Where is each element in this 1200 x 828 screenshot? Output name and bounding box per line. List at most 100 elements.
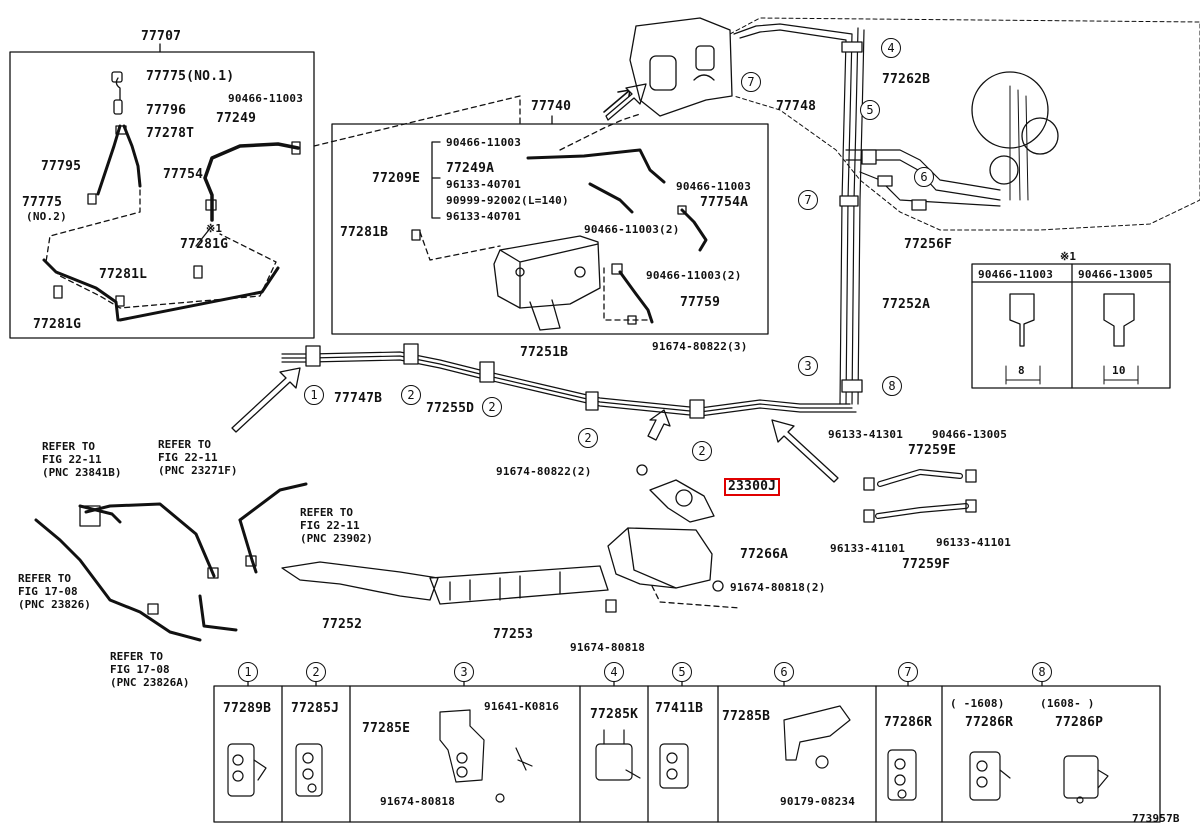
refer-note-1-line3: (PNC 23841B) bbox=[42, 466, 122, 479]
legend-part-77286p: 77286P bbox=[1055, 715, 1104, 730]
part-96133-41101-a: 96133-41101 bbox=[830, 542, 906, 555]
callout-1: 1 bbox=[304, 385, 324, 405]
part-77775-no2: 77775 bbox=[22, 195, 63, 210]
callout-7b: 7 bbox=[798, 190, 818, 210]
part-77754a: 77754A bbox=[700, 195, 749, 210]
part-no2-note: (NO.2) bbox=[26, 210, 67, 223]
part-77281l: 77281L bbox=[99, 267, 148, 282]
refer-note-2-line3: (PNC 23271F) bbox=[158, 464, 238, 477]
part-77747b: 77747B bbox=[334, 391, 383, 406]
part-77281b: 77281B bbox=[340, 225, 389, 240]
note-table-col2: 90466-13005 bbox=[1078, 268, 1154, 281]
refer-note-1-line1: REFER TO bbox=[42, 440, 95, 453]
legend-part-77411b: 77411B bbox=[655, 701, 704, 716]
refer-note-4-line2: FIG 17-08 bbox=[18, 585, 78, 598]
part-90466-11003-2b: 90466-11003(2) bbox=[646, 269, 742, 282]
callout-2d: 2 bbox=[692, 441, 712, 461]
part-77253: 77253 bbox=[493, 627, 534, 642]
legend-num-3: 3 bbox=[454, 662, 474, 682]
legend-num-7: 7 bbox=[898, 662, 918, 682]
refer-note-5: REFER TO FIG 17-08 (PNC 23826A) bbox=[110, 650, 189, 689]
part-77209e: 77209E bbox=[372, 171, 421, 186]
part-77251b: 77251B bbox=[520, 345, 569, 360]
part-77259e: 77259E bbox=[908, 443, 957, 458]
part-77255d: 77255D bbox=[426, 401, 475, 416]
part-77249a: 77249A bbox=[446, 161, 495, 176]
callout-8: 8 bbox=[882, 376, 902, 396]
part-96133-41301: 96133-41301 bbox=[828, 428, 904, 441]
refer-note-3-line2: FIG 22-11 bbox=[300, 519, 360, 532]
legend-part-77289b: 77289B bbox=[223, 701, 272, 716]
part-90466-11003-2a: 90466-11003(2) bbox=[584, 223, 680, 236]
part-77278t: 77278T bbox=[146, 126, 195, 141]
part-77281g-bottom: 77281G bbox=[33, 317, 82, 332]
part-77775-no1: 77775(NO.1) bbox=[146, 69, 235, 84]
part-77259f: 77259F bbox=[902, 557, 951, 572]
group-77740-frame bbox=[331, 123, 769, 335]
callout-7a: 7 bbox=[741, 72, 761, 92]
part-77249: 77249 bbox=[216, 111, 257, 126]
refer-note-2: REFER TO FIG 22-11 (PNC 23271F) bbox=[158, 438, 237, 477]
legend-part-77286r-b: 77286R bbox=[965, 715, 1014, 730]
refer-note-1: REFER TO FIG 22-11 (PNC 23841B) bbox=[42, 440, 121, 479]
legend-part-77286r-a: 77286R bbox=[884, 715, 933, 730]
refer-note-2-line2: FIG 22-11 bbox=[158, 451, 218, 464]
callout-2c: 2 bbox=[578, 428, 598, 448]
legend-num-5: 5 bbox=[672, 662, 692, 682]
callout-3: 3 bbox=[798, 356, 818, 376]
part-91674-80822-2: 91674-80822(2) bbox=[496, 465, 592, 478]
note-table-marker: ※1 bbox=[1060, 250, 1077, 263]
legend-num-2: 2 bbox=[306, 662, 326, 682]
legend-part-90179-08234: 90179-08234 bbox=[780, 795, 856, 808]
refer-note-3-line3: (PNC 23902) bbox=[300, 532, 373, 545]
highlighted-part-23300j[interactable]: 23300J bbox=[724, 478, 781, 496]
group-77707-frame bbox=[9, 51, 315, 339]
part-90466-13005: 90466-13005 bbox=[932, 428, 1008, 441]
legend-num-4: 4 bbox=[604, 662, 624, 682]
legend-range-2: (1608- ) bbox=[1040, 697, 1095, 710]
callout-5: 5 bbox=[860, 100, 880, 120]
legend-num-6: 6 bbox=[774, 662, 794, 682]
callout-2b: 2 bbox=[482, 397, 502, 417]
part-90466-11003: 90466-11003 bbox=[228, 92, 304, 105]
part-90466-11003-a: 90466-11003 bbox=[446, 136, 522, 149]
legend-part-77285j: 77285J bbox=[291, 701, 340, 716]
part-96133-40701-b: 96133-40701 bbox=[446, 210, 522, 223]
legend-range-1: ( -1608) bbox=[950, 697, 1005, 710]
legend-num-8: 8 bbox=[1032, 662, 1052, 682]
legend-part-77285b: 77285B bbox=[722, 709, 771, 724]
part-77795: 77795 bbox=[41, 159, 82, 174]
refer-note-2-line1: REFER TO bbox=[158, 438, 211, 451]
part-77252a: 77252A bbox=[882, 297, 931, 312]
part-91674-80818: 91674-80818 bbox=[570, 641, 646, 654]
part-77281g-top: 77281G bbox=[180, 237, 229, 252]
note-table-col1: 90466-11003 bbox=[978, 268, 1054, 281]
part-90466-11003-b: 90466-11003 bbox=[676, 180, 752, 193]
part-96133-41101-b: 96133-41101 bbox=[936, 536, 1012, 549]
part-77256f: 77256F bbox=[904, 237, 953, 252]
note-table-dim2: 10 bbox=[1112, 364, 1126, 377]
part-91674-80818-2: 91674-80818(2) bbox=[730, 581, 826, 594]
refer-note-5-line1: REFER TO bbox=[110, 650, 163, 663]
part-77748: 77748 bbox=[776, 99, 817, 114]
refer-note-4-line1: REFER TO bbox=[18, 572, 71, 585]
part-77252: 77252 bbox=[322, 617, 363, 632]
part-96133-40701-a: 96133-40701 bbox=[446, 178, 522, 191]
refer-note-3: REFER TO FIG 22-11 (PNC 23902) bbox=[300, 506, 373, 545]
legend-num-1: 1 bbox=[238, 662, 258, 682]
group-77707-title: 77707 bbox=[141, 29, 182, 44]
refer-note-4-line3: (PNC 23826) bbox=[18, 598, 91, 611]
legend-part-77285k: 77285K bbox=[590, 707, 639, 722]
refer-note-5-line3: (PNC 23826A) bbox=[110, 676, 190, 689]
refer-note-4: REFER TO FIG 17-08 (PNC 23826) bbox=[18, 572, 91, 611]
legend-part-91641-k0816: 91641-K0816 bbox=[484, 700, 560, 713]
callout-4: 4 bbox=[881, 38, 901, 58]
callout-6: 6 bbox=[914, 167, 934, 187]
part-90999-92002: 90999-92002(L=140) bbox=[446, 194, 569, 207]
refer-note-1-line2: FIG 22-11 bbox=[42, 453, 102, 466]
callout-2a: 2 bbox=[401, 385, 421, 405]
refer-note-3-line1: REFER TO bbox=[300, 506, 353, 519]
part-77759: 77759 bbox=[680, 295, 721, 310]
